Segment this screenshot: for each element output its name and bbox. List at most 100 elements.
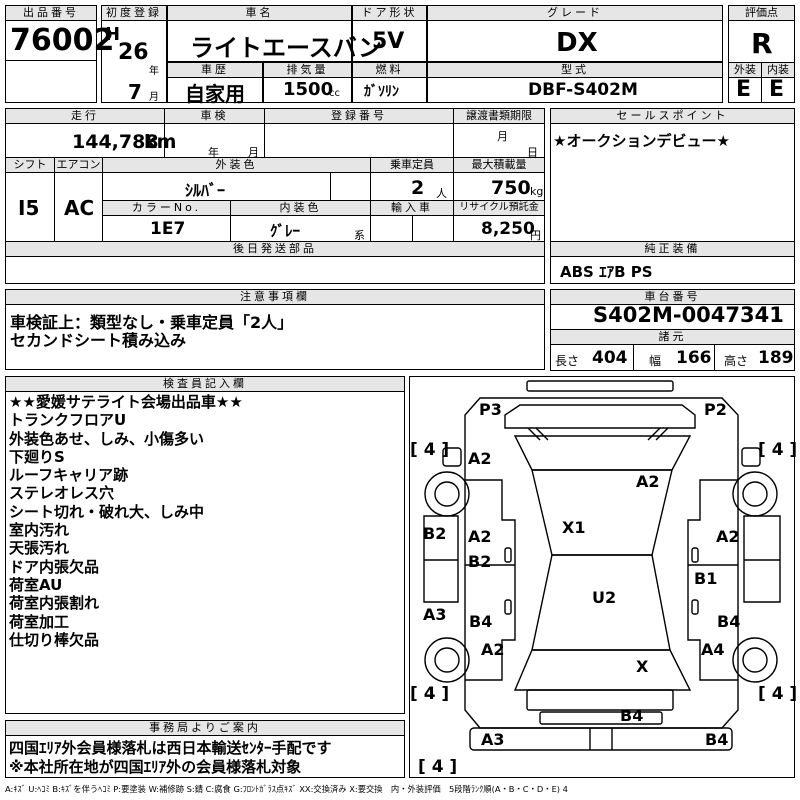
- equipment: ABS ｴｱB PS: [560, 263, 653, 281]
- inspector-box: [5, 391, 405, 714]
- model-box: [427, 77, 723, 103]
- color-label: 外装色: [102, 157, 371, 173]
- lot-number: 76002: [10, 23, 115, 58]
- damage-label: B4: [620, 706, 644, 725]
- mileage: 144,788: [72, 131, 159, 153]
- grade: DX: [556, 28, 598, 58]
- car-outline: [423, 380, 781, 751]
- office-line-1: 四国ｴﾘｱ外会員様落札は西日本輸送ｾﾝﾀｰ手配です: [9, 739, 332, 757]
- load-unit: kg: [530, 185, 544, 198]
- inspector-line: ★★愛媛サテライト会場出品車★★: [9, 393, 243, 411]
- inspector-line: 荷室加工: [9, 612, 70, 631]
- damage-label: A2: [636, 472, 660, 491]
- ext-label: 外装: [728, 62, 762, 78]
- car-name-box: [167, 20, 352, 62]
- year-unit: 年: [149, 66, 159, 77]
- shift-label: シフト: [5, 157, 55, 173]
- sales-point: ★オークションデビュー★: [553, 132, 730, 150]
- colorno-label: カラーNo.: [102, 200, 231, 216]
- inspector-line: 仕切り棒欠品: [9, 630, 100, 649]
- displacement-unit: cc: [329, 88, 340, 99]
- inspector-line: トランクフロアU: [9, 411, 127, 430]
- damage-label: B1: [694, 569, 718, 588]
- car-name: ライトエースバン: [190, 34, 382, 62]
- transfer-label: 譲渡書類期限: [453, 108, 545, 124]
- history: 自家用: [185, 82, 245, 106]
- door-box: [352, 20, 427, 62]
- lot-label: 出品番号: [5, 5, 97, 21]
- caution-line-1: 車検証上：類型なし・乗車定員「2人」: [10, 313, 294, 332]
- inspector-line: ステレオレス穴: [9, 484, 115, 503]
- inspector-label: 検査員記入欄: [5, 376, 405, 392]
- inspector-line: 天張汚れ: [9, 539, 70, 558]
- length-label: 長さ: [555, 354, 580, 368]
- damage-label: B4: [705, 730, 729, 749]
- month-unit: 月: [149, 92, 159, 103]
- ext-color: ｼﾙﾊﾞｰ: [185, 181, 226, 200]
- reg-label: 初度登録: [101, 5, 167, 21]
- caution-line-2: セカンドシート積み込み: [10, 331, 187, 350]
- history-label: 車歴: [167, 62, 263, 78]
- grade-label: グレード: [427, 5, 723, 21]
- lot-lower-box: [5, 60, 97, 103]
- car-diagram: [409, 376, 795, 778]
- displacement: 1500: [283, 79, 334, 100]
- damage-label: U2: [592, 588, 617, 607]
- inspector-line: 下廻りS: [9, 447, 65, 466]
- capacity: 2: [411, 177, 425, 199]
- sales-label: セールスポイント: [550, 108, 795, 124]
- mileage-unit: km: [144, 131, 177, 153]
- mileage-label: 走行: [5, 108, 165, 124]
- damage-label: A2: [468, 527, 492, 546]
- inspector-line: 外装色あせ、しみ、小傷多い: [9, 429, 205, 448]
- score: R: [751, 27, 773, 60]
- history-box: [167, 77, 263, 103]
- office-box: [5, 735, 405, 778]
- recycle-label: リサイクル預託金: [453, 200, 545, 216]
- damage-label: B4: [469, 612, 493, 631]
- damage-label: A2: [716, 527, 740, 546]
- bracket-tl: [ 4 ]: [410, 440, 450, 460]
- later-parts-label: 後日発送部品: [5, 241, 545, 257]
- inspector-line: ドア内張欠品: [9, 557, 100, 576]
- office-label: 事務局よりご案内: [5, 720, 405, 736]
- caution-box: [5, 304, 545, 370]
- transfer-day-unit: 日: [527, 146, 538, 159]
- width: 166: [676, 348, 712, 368]
- regno-label: 登録番号: [264, 108, 454, 124]
- height: 189: [758, 348, 794, 368]
- inspector-line: ルーフキャリア跡: [9, 466, 129, 485]
- capacity-unit: 人: [436, 187, 447, 200]
- capacity-label: 乗車定員: [370, 157, 454, 173]
- inspector-line: 荷室AU: [9, 575, 63, 594]
- recycle-unit: 円: [530, 229, 541, 242]
- inspector-line: 室内汚れ: [9, 521, 70, 540]
- displacement-label: 排気量: [263, 62, 352, 78]
- caution-label: 注意事項欄: [5, 289, 545, 305]
- recycle: 8,250: [481, 219, 535, 239]
- door-label: ドア形状: [352, 5, 427, 21]
- shift: I5: [18, 196, 40, 220]
- damage-label: A2: [481, 640, 505, 659]
- ac-label: エアコン: [54, 157, 103, 173]
- height-label: 高さ: [724, 354, 749, 368]
- bracket-tr: [ 4 ]: [758, 440, 798, 460]
- damage-label: P2: [704, 400, 727, 419]
- int-box: [761, 77, 795, 103]
- insp-year-unit: 年: [208, 146, 219, 159]
- damage-label: A3: [481, 730, 505, 749]
- office-line-2: ※本社所在地が四国ｴﾘｱ外の会員様落札対象: [9, 758, 302, 776]
- era-letter: H: [105, 24, 121, 45]
- reg-month: 7: [128, 80, 142, 104]
- bracket-br: [ 4 ]: [758, 684, 798, 704]
- import-label: 輸入車: [370, 200, 454, 216]
- ac: AC: [64, 196, 95, 220]
- car-name-label: 車名: [167, 5, 352, 21]
- equipment-label: 純正装備: [550, 241, 795, 257]
- interior-unit: 系: [354, 229, 365, 242]
- interior-color-label: 内装色: [230, 200, 371, 216]
- width-label: 幅: [649, 354, 662, 368]
- equipment-box: [550, 256, 795, 284]
- insp-month-unit: 月: [248, 146, 259, 159]
- load: 750: [491, 177, 531, 199]
